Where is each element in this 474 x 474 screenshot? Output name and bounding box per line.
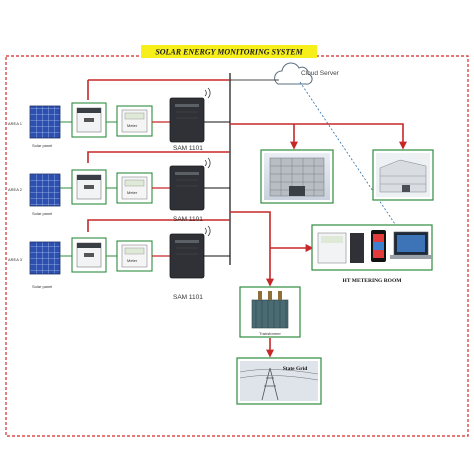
inverter-icon bbox=[76, 242, 102, 268]
meter-icon: Meter bbox=[121, 244, 148, 268]
state-grid-group: State Grid bbox=[236, 357, 322, 405]
title-text: SOLAR ENERGY MONITORING SYSTEM bbox=[155, 48, 303, 57]
power-line-buildings bbox=[230, 123, 407, 150]
power-tower-icon bbox=[239, 361, 319, 401]
transformer-group: Transformer bbox=[239, 286, 301, 338]
metering-device-icon bbox=[350, 233, 364, 263]
cloud-to-metering-dotted bbox=[299, 81, 400, 231]
solar-panel-icon bbox=[29, 173, 61, 207]
building-1 bbox=[260, 149, 334, 204]
state-grid-label: State Grid bbox=[283, 366, 308, 372]
solar-panel-icon bbox=[29, 105, 61, 139]
device-label: SAM 1101 bbox=[173, 294, 203, 301]
metering-meter-icon bbox=[317, 232, 347, 264]
sam-device-icon bbox=[169, 165, 205, 211]
wifi-icon bbox=[204, 225, 211, 237]
power-line-area3 bbox=[87, 219, 230, 232]
ht-metering-label: HT METERING ROOM bbox=[343, 278, 403, 284]
cloud-label: Cloud Server bbox=[301, 70, 340, 77]
title-banner: SOLAR ENERGY MONITORING SYSTEM bbox=[141, 45, 317, 58]
meter-icon: Meter bbox=[121, 109, 148, 133]
area-row-1: AREA 1 Solar panel Meter SAM 1101 bbox=[8, 87, 230, 152]
panel-label: Solar panel bbox=[32, 143, 52, 148]
power-line-down bbox=[230, 211, 274, 287]
cloud-icon bbox=[274, 62, 313, 85]
transformer-label: Transformer bbox=[259, 331, 281, 336]
area-row-2: AREA 2 Solar panel Meter SAM 1101 bbox=[8, 157, 230, 223]
inverter-icon bbox=[76, 174, 102, 200]
wifi-icon bbox=[204, 87, 211, 99]
meter-label: Meter bbox=[127, 190, 138, 195]
phone-icon bbox=[371, 230, 386, 262]
factory-building-icon bbox=[376, 153, 430, 197]
device-label: SAM 1101 bbox=[173, 216, 203, 223]
solar-panel-icon bbox=[29, 241, 61, 275]
laptop-icon bbox=[390, 231, 432, 259]
power-line-area2 bbox=[87, 151, 230, 163]
ht-metering-room: HT METERING ROOM bbox=[311, 224, 433, 284]
office-building-icon bbox=[264, 153, 330, 200]
panel-label: Solar panel bbox=[32, 211, 52, 216]
area-row-3: AREA 3 Solar panel Meter SAM 1101 bbox=[8, 225, 230, 301]
area-label: AREA 1 bbox=[8, 121, 23, 126]
panel-label: Solar panel bbox=[32, 284, 52, 289]
area-label: AREA 3 bbox=[8, 257, 23, 262]
wifi-icon bbox=[204, 157, 211, 169]
transformer-icon bbox=[251, 291, 289, 329]
meter-label: Meter bbox=[127, 123, 138, 128]
meter-label: Meter bbox=[127, 258, 138, 263]
building-2 bbox=[372, 149, 434, 201]
cloud-server: Cloud Server bbox=[274, 62, 340, 85]
inverter-icon bbox=[76, 107, 102, 133]
meter-icon: Meter bbox=[121, 176, 148, 200]
sam-device-icon bbox=[169, 233, 205, 279]
device-label: SAM 1101 bbox=[173, 145, 203, 152]
sam-device-icon bbox=[169, 97, 205, 143]
area-label: AREA 2 bbox=[8, 187, 23, 192]
